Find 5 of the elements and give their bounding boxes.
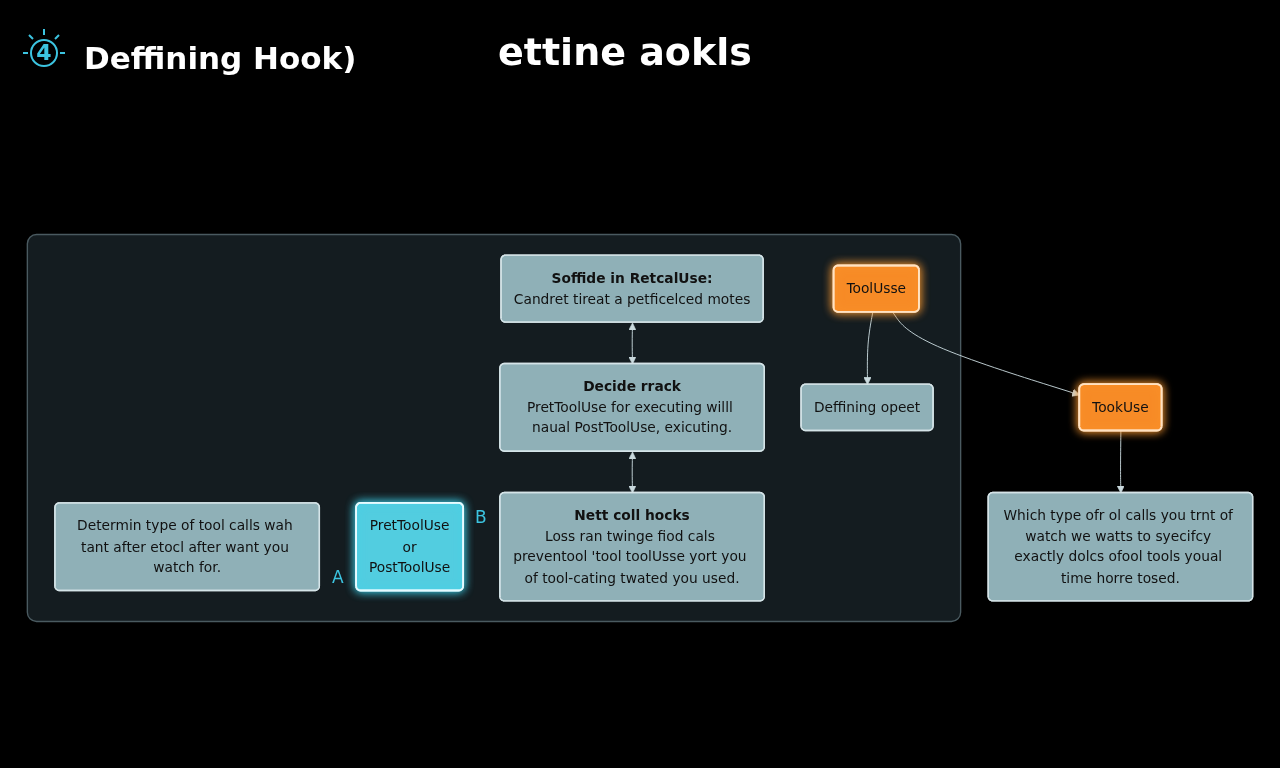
cluster [26,233,962,623]
side-letter: B [475,506,487,527]
heading: ettine aokls [498,30,752,74]
side-letter: A [332,566,344,587]
title: Deffining Hook) [84,40,357,76]
